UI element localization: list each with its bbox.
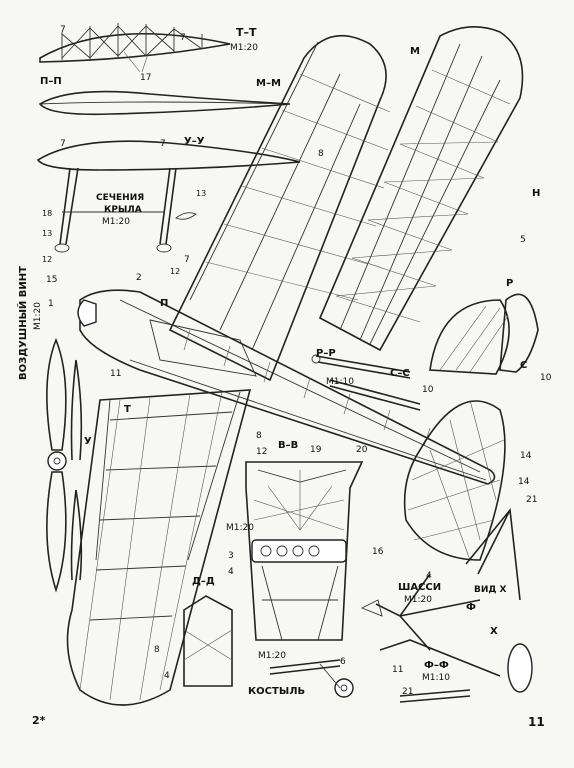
marker-r: Р [506, 278, 513, 289]
section-tt-title: Т–Т [236, 26, 257, 39]
marker-f: Ф [466, 602, 476, 613]
callout-11: 11 [110, 369, 121, 379]
callout-12: 12 [256, 447, 267, 457]
marker-c: С [520, 360, 527, 371]
marker-t: Т [124, 404, 131, 415]
section-cc-title: С–С [390, 368, 410, 379]
section-tt-scale: М1:20 [230, 43, 258, 53]
section-yy-title: У–У [184, 136, 205, 147]
upper-wing-plan [168, 34, 391, 382]
section-vv-title: В–В [278, 440, 298, 451]
callout-16: 16 [372, 547, 384, 557]
callout-15: 15 [46, 275, 57, 285]
page-mark-left: 2* [32, 714, 46, 727]
callout-5: 5 [520, 235, 526, 245]
view-x-title: ВИД Х [474, 585, 507, 595]
wing-sections-scale: М1:20 [102, 217, 130, 227]
vertical-tail [429, 293, 539, 375]
callout-4: 4 [426, 571, 432, 581]
callout-7: 7 [184, 255, 190, 265]
fuselage-side [77, 289, 496, 485]
callout-6: 6 [340, 657, 346, 667]
airfoil-section-pp-mm [38, 90, 291, 116]
airfoil-section-yy [36, 140, 301, 253]
wing-sections-label-line2: КРЫЛА [104, 205, 142, 215]
callout-1: 1 [48, 299, 54, 309]
callout-4: 4 [164, 671, 170, 681]
callout-10: 10 [422, 385, 434, 395]
callout-12: 12 [170, 267, 180, 276]
callout-21: 21 [526, 495, 537, 505]
gear-title: ШАССИ [398, 582, 441, 593]
marker-y: У [84, 436, 92, 447]
callout-13: 13 [196, 189, 206, 198]
airfoil-section-tt [39, 23, 231, 63]
marker-x: Х [490, 626, 498, 637]
propeller [46, 337, 83, 593]
callout-7: 7 [160, 139, 166, 149]
callout-7: 7 [180, 33, 186, 43]
marker-n: Н [532, 188, 540, 199]
callout-14: 14 [518, 477, 530, 487]
callout-7: 7 [60, 25, 66, 35]
section-ff-scale: М1:10 [422, 673, 450, 683]
section-mm-title: М–М [256, 78, 281, 89]
skid-title: КОСТЫЛЬ [248, 686, 305, 697]
callout-19: 19 [310, 445, 322, 455]
callout-13: 13 [42, 229, 52, 238]
callout-14: 14 [520, 451, 532, 461]
horizontal-tail [403, 399, 506, 561]
callout-4: 4 [228, 567, 234, 577]
section-rr-scale: М1:10 [326, 377, 354, 387]
callout-20: 20 [356, 445, 368, 455]
callout-2: 2 [136, 273, 142, 283]
marker-p: П [160, 298, 168, 309]
callout-10: 10 [540, 373, 552, 383]
landing-gear [360, 508, 533, 703]
callout-11: 11 [392, 665, 403, 675]
section-ff-title: Ф–Ф [424, 660, 449, 671]
section-dd-title: Д–Д [192, 576, 215, 587]
section-pp-title: П–П [40, 76, 62, 87]
propeller-title: ВОЗДУШНЫЙ ВИНТ [16, 266, 29, 380]
gear-scale: М1:20 [404, 595, 432, 605]
callout-21: 21 [402, 687, 413, 697]
propeller-scale: М1:20 [33, 302, 43, 330]
wing-sections-label-line1: СЕЧЕНИЯ [96, 193, 144, 203]
callout-12: 12 [42, 255, 52, 264]
callout-7: 7 [60, 139, 66, 149]
section-dd [183, 595, 233, 687]
marker-m: М [410, 46, 420, 57]
tail-skid [269, 659, 354, 698]
top-wing-frame [318, 26, 524, 352]
strut-details [311, 354, 421, 411]
callout-3: 3 [228, 551, 234, 561]
cockpit-scale: М1:20 [226, 523, 254, 533]
lower-wing-plan [66, 389, 252, 706]
callout-18: 18 [42, 209, 52, 218]
callout-17: 17 [140, 73, 151, 83]
callout-8: 8 [318, 149, 324, 159]
skid-scale: М1:20 [258, 651, 286, 661]
callout-8: 8 [256, 431, 262, 441]
section-rr-title: Р–Р [316, 348, 336, 359]
cockpit-section [245, 461, 364, 641]
page-number: 11 [528, 715, 545, 729]
callout-8: 8 [154, 645, 160, 655]
